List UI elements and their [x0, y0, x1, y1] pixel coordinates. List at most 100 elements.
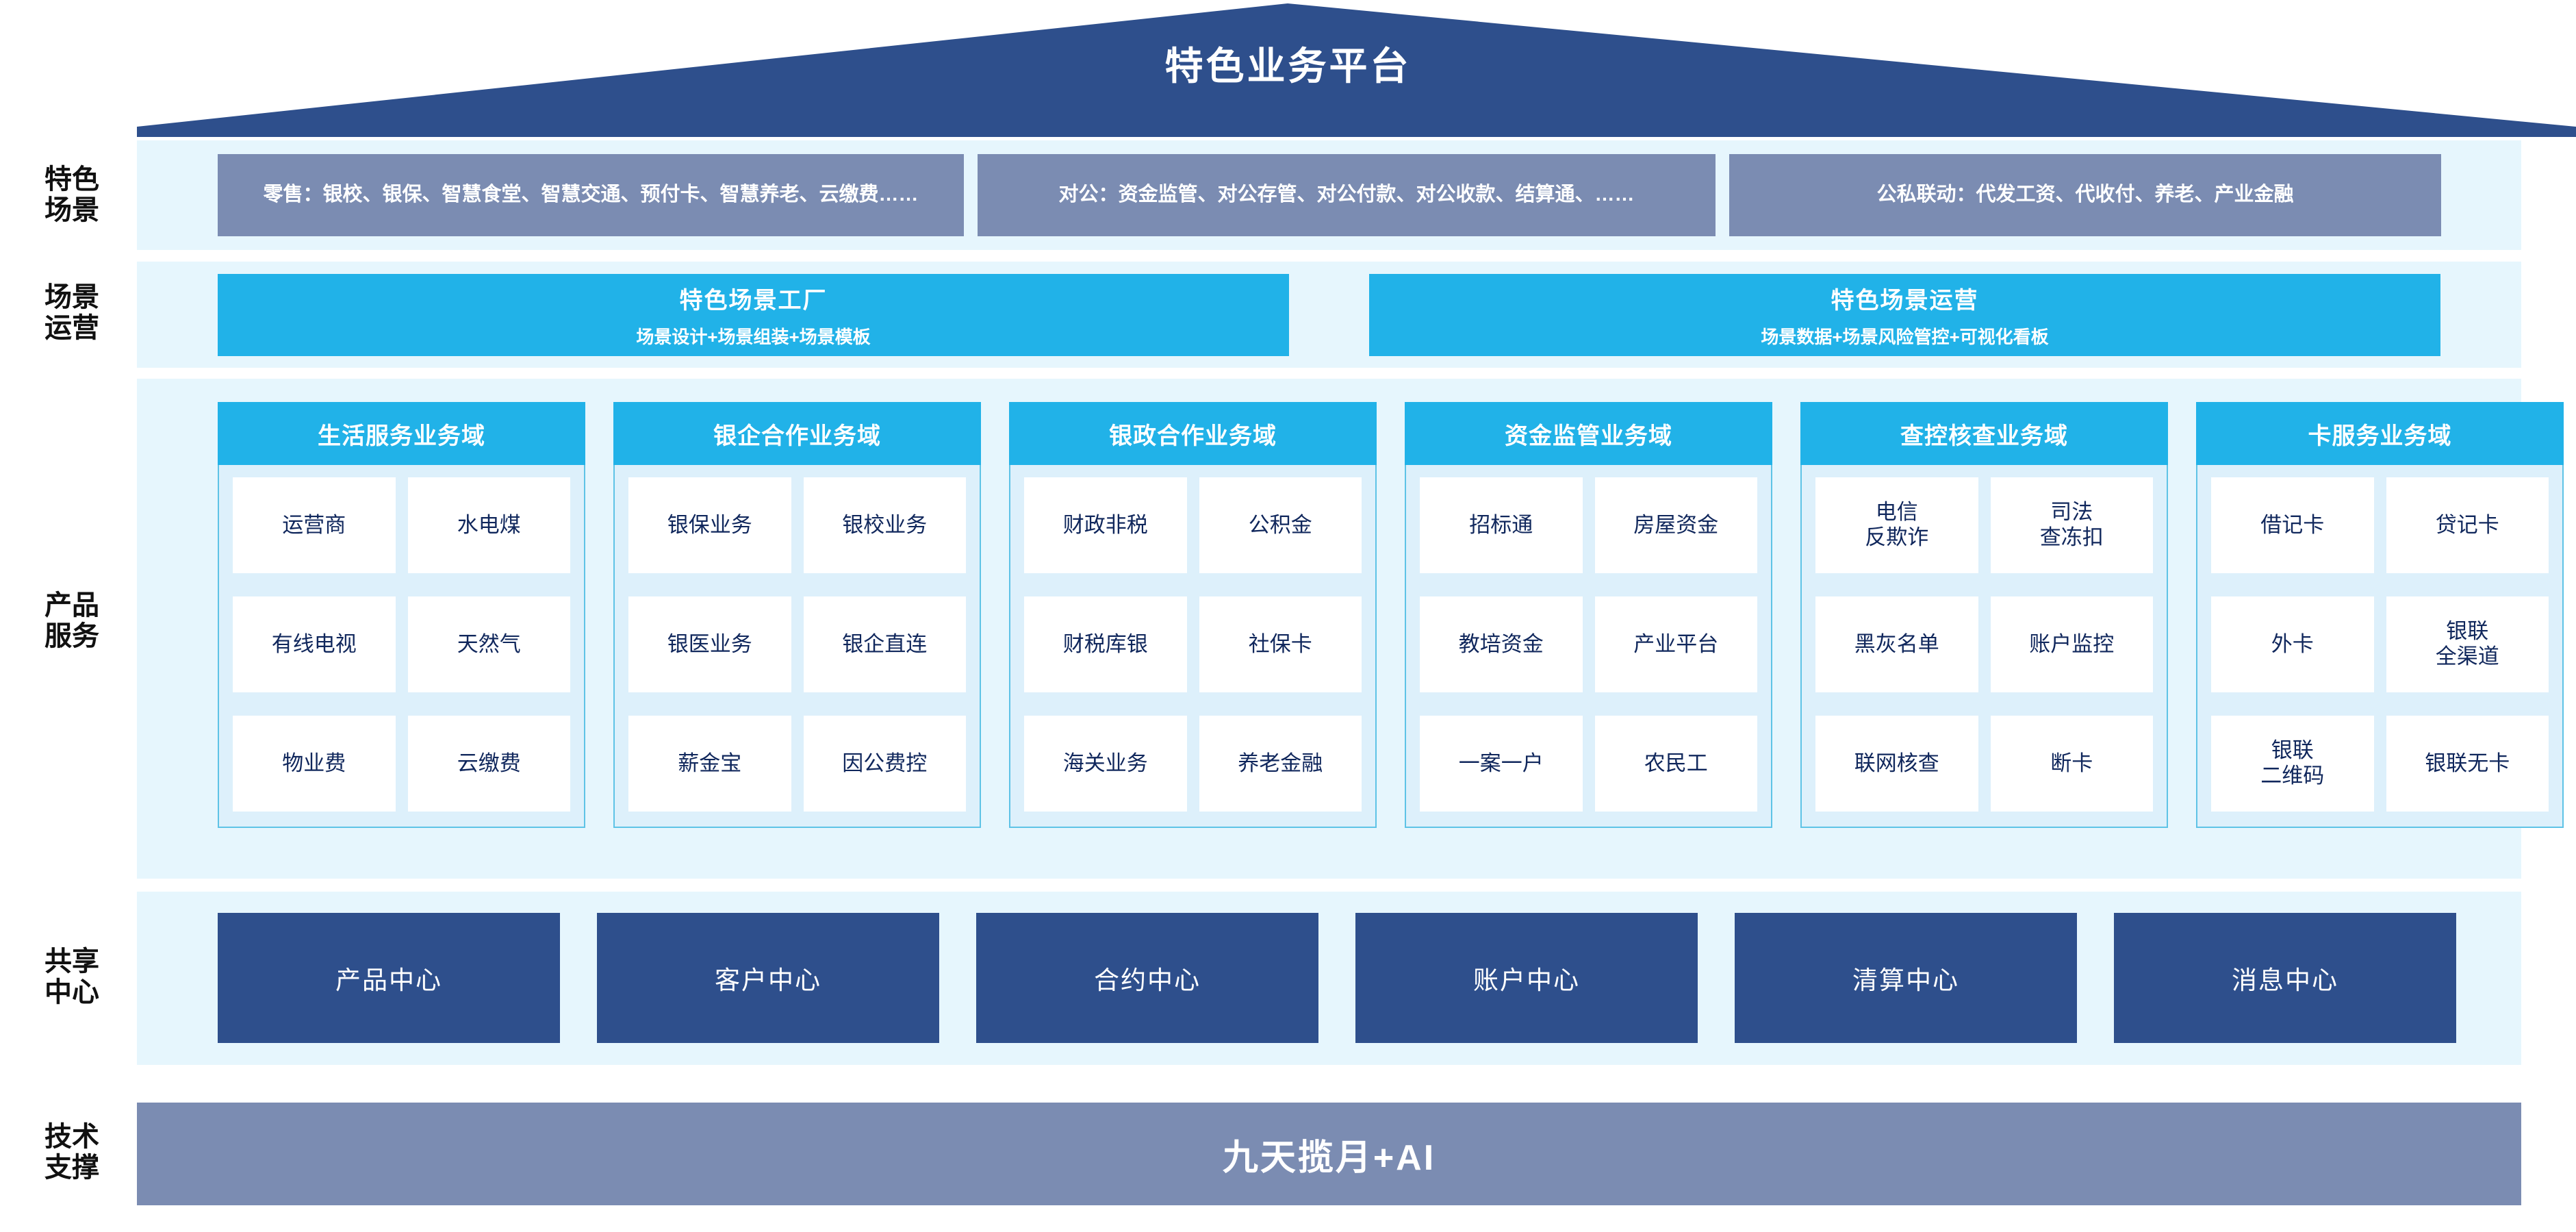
domain-cell-grid: 借记卡 贷记卡 外卡 银联 全渠道 银联 二维码 银联无卡 — [2196, 465, 2564, 828]
domain-title: 查控核查业务域 — [1800, 402, 2168, 465]
domain-card-fund-supervision[interactable]: 资金监管业务域 招标通 房屋资金 教培资金 产业平台 一案一户 农民工 — [1405, 402, 1772, 828]
domain-card-bank-government[interactable]: 银政合作业务域 财政非税 公积金 财税库银 社保卡 海关业务 养老金融 — [1009, 402, 1377, 828]
domain-cell[interactable]: 因公费控 — [803, 716, 966, 812]
domain-cell[interactable]: 联网核查 — [1815, 716, 1978, 812]
domain-cell[interactable]: 社保卡 — [1199, 596, 1362, 692]
shared-center-customer[interactable]: 客户中心 — [597, 913, 939, 1043]
shared-center-settlement[interactable]: 清算中心 — [1735, 913, 2077, 1043]
domain-cell[interactable]: 银医业务 — [628, 596, 791, 692]
domain-cell[interactable]: 银联无卡 — [2386, 716, 2549, 812]
domain-cell-grid: 银保业务 银校业务 银医业务 银企直连 薪金宝 因公费控 — [613, 465, 981, 828]
rail-label-featured-scenes: 特色 场景 — [44, 164, 99, 225]
tech-support-bar[interactable]: 九天揽月+AI — [137, 1103, 2521, 1205]
domain-cell[interactable]: 运营商 — [233, 477, 396, 573]
domain-row: 电信 反欺诈 司法 查冻扣 — [1815, 477, 2153, 573]
domain-title: 资金监管业务域 — [1405, 402, 1772, 465]
domain-row: 教培资金 产业平台 — [1420, 596, 1757, 692]
scene-box-corporate[interactable]: 对公：资金监管、对公存管、对公付款、对公收款、结算通、…… — [978, 154, 1716, 236]
scene-box-retail[interactable]: 零售：银校、银保、智慧食堂、智慧交通、预付卡、智慧养老、云缴费…… — [218, 154, 964, 236]
product-domains-band: 生活服务业务域 运营商 水电煤 有线电视 天然气 物业费 云缴费 银企合作业务域… — [137, 379, 2564, 879]
domain-row: 联网核查 断卡 — [1815, 716, 2153, 812]
shared-center-contract[interactable]: 合约中心 — [976, 913, 1318, 1043]
domain-cell[interactable]: 房屋资金 — [1594, 477, 1757, 573]
domain-cell[interactable]: 云缴费 — [407, 716, 570, 812]
domain-cell[interactable]: 一案一户 — [1420, 716, 1583, 812]
domain-row: 物业费 云缴费 — [233, 716, 570, 812]
domain-cell[interactable]: 贷记卡 — [2386, 477, 2549, 573]
ops-subtitle: 场景设计+场景组装+场景模板 — [636, 327, 871, 347]
domain-card-bank-enterprise[interactable]: 银企合作业务域 银保业务 银校业务 银医业务 银企直连 薪金宝 因公费控 — [613, 402, 981, 828]
domain-cell[interactable]: 物业费 — [233, 716, 396, 812]
domain-row: 招标通 房屋资金 — [1420, 477, 1757, 573]
domain-cell[interactable]: 黑灰名单 — [1815, 596, 1978, 692]
rail-label-shared-centers: 共享 中心 — [44, 946, 99, 1007]
domain-row: 海关业务 养老金融 — [1024, 716, 1362, 812]
ops-subtitle: 场景数据+场景风险管控+可视化看板 — [1761, 327, 2049, 347]
domain-row: 借记卡 贷记卡 — [2211, 477, 2549, 573]
domain-cell[interactable]: 银企直连 — [803, 596, 966, 692]
domain-row: 财税库银 社保卡 — [1024, 596, 1362, 692]
shared-centers-band: 产品中心 客户中心 合约中心 账户中心 清算中心 消息中心 — [137, 892, 2521, 1065]
rail-label-tech-support: 技术 支撑 — [44, 1122, 99, 1183]
domain-cell-grid: 招标通 房屋资金 教培资金 产业平台 一案一户 农民工 — [1405, 465, 1772, 828]
domain-row: 有线电视 天然气 — [233, 596, 570, 692]
domain-cell[interactable]: 断卡 — [1990, 716, 2153, 812]
domain-title: 银企合作业务域 — [613, 402, 981, 465]
domain-cell[interactable]: 薪金宝 — [628, 716, 791, 812]
domain-card-card-services[interactable]: 卡服务业务域 借记卡 贷记卡 外卡 银联 全渠道 银联 二维码 银联无卡 — [2196, 402, 2564, 828]
domain-cell[interactable]: 银校业务 — [803, 477, 966, 573]
domain-title: 银政合作业务域 — [1009, 402, 1377, 465]
domain-cell[interactable]: 招标通 — [1420, 477, 1583, 573]
domain-card-life-services[interactable]: 生活服务业务域 运营商 水电煤 有线电视 天然气 物业费 云缴费 — [218, 402, 585, 828]
rail-label-scene-operations: 场景 运营 — [44, 282, 99, 343]
domain-row: 黑灰名单 账户监控 — [1815, 596, 2153, 692]
domain-cell[interactable]: 司法 查冻扣 — [1990, 477, 2153, 573]
domain-title: 卡服务业务域 — [2196, 402, 2564, 465]
domain-cell[interactable]: 电信 反欺诈 — [1815, 477, 1978, 573]
domain-cell[interactable]: 水电煤 — [407, 477, 570, 573]
domain-row: 银保业务 银校业务 — [628, 477, 966, 573]
featured-scenes-band: 零售：银校、银保、智慧食堂、智慧交通、预付卡、智慧养老、云缴费…… 对公：资金监… — [137, 140, 2521, 250]
domain-row: 银医业务 银企直连 — [628, 596, 966, 692]
scene-box-public-private-linkage[interactable]: 公私联动：代发工资、代收付、养老、产业金融 — [1729, 154, 2441, 236]
shared-center-message[interactable]: 消息中心 — [2114, 913, 2456, 1043]
domain-cell-grid: 财政非税 公积金 财税库银 社保卡 海关业务 养老金融 — [1009, 465, 1377, 828]
domain-cell[interactable]: 银保业务 — [628, 477, 791, 573]
domain-cell[interactable]: 公积金 — [1199, 477, 1362, 573]
domain-row: 银联 二维码 银联无卡 — [2211, 716, 2549, 812]
domain-cell[interactable]: 账户监控 — [1990, 596, 2153, 692]
domain-title: 生活服务业务域 — [218, 402, 585, 465]
scene-operations-band: 特色场景工厂 场景设计+场景组装+场景模板 特色场景运营 场景数据+场景风险管控… — [137, 262, 2521, 368]
ops-title: 特色场景工厂 — [679, 288, 828, 314]
domain-cell[interactable]: 教培资金 — [1420, 596, 1583, 692]
roof-triangle-icon — [137, 3, 2576, 137]
domain-cell[interactable]: 海关业务 — [1024, 716, 1187, 812]
domain-cell[interactable]: 外卡 — [2211, 596, 2374, 692]
ops-box-scene-operation[interactable]: 特色场景运营 场景数据+场景风险管控+可视化看板 — [1369, 274, 2440, 356]
domain-row: 薪金宝 因公费控 — [628, 716, 966, 812]
platform-roof: 特色业务平台 — [0, 0, 2576, 137]
domain-cell[interactable]: 借记卡 — [2211, 477, 2374, 573]
domain-cell[interactable]: 有线电视 — [233, 596, 396, 692]
domain-cell[interactable]: 产业平台 — [1594, 596, 1757, 692]
domain-card-investigation-control[interactable]: 查控核查业务域 电信 反欺诈 司法 查冻扣 黑灰名单 账户监控 联网核查 断卡 — [1800, 402, 2168, 828]
rail-label-product-services: 产品 服务 — [44, 590, 99, 651]
domain-row: 外卡 银联 全渠道 — [2211, 596, 2549, 692]
domain-cell[interactable]: 养老金融 — [1199, 716, 1362, 812]
domain-cell[interactable]: 银联 二维码 — [2211, 716, 2374, 812]
domain-cell[interactable]: 财税库银 — [1024, 596, 1187, 692]
domain-cell-grid: 电信 反欺诈 司法 查冻扣 黑灰名单 账户监控 联网核查 断卡 — [1800, 465, 2168, 828]
ops-title: 特色场景运营 — [1831, 288, 1979, 314]
domain-row: 运营商 水电煤 — [233, 477, 570, 573]
domain-cell[interactable]: 财政非税 — [1024, 477, 1187, 573]
domain-row: 财政非税 公积金 — [1024, 477, 1362, 573]
domain-cell[interactable]: 农民工 — [1594, 716, 1757, 812]
shared-center-product[interactable]: 产品中心 — [218, 913, 560, 1043]
domain-cell[interactable]: 银联 全渠道 — [2386, 596, 2549, 692]
domain-row: 一案一户 农民工 — [1420, 716, 1757, 812]
page-title: 特色业务平台 — [1164, 45, 1412, 88]
domain-cell[interactable]: 天然气 — [407, 596, 570, 692]
shared-center-account[interactable]: 账户中心 — [1355, 913, 1698, 1043]
domain-cell-grid: 运营商 水电煤 有线电视 天然气 物业费 云缴费 — [218, 465, 585, 828]
ops-box-scene-factory[interactable]: 特色场景工厂 场景设计+场景组装+场景模板 — [218, 274, 1289, 356]
